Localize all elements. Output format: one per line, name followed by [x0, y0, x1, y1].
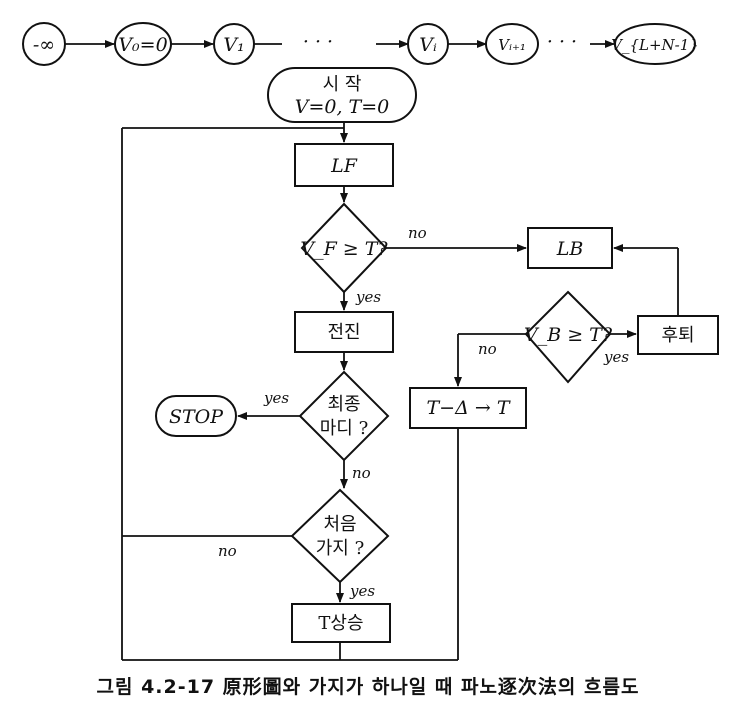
- trellis-node-label: -∞: [33, 34, 55, 56]
- no-label: no: [352, 464, 371, 482]
- decision-first-line2: 가지 ?: [316, 538, 365, 559]
- trellis-path: -∞ V₀=0 V₁ · · · Vᵢ Vᵢ₊₁ · · · V_{L+N-1}: [22, 22, 699, 66]
- decision-final-line1: 최종: [327, 394, 360, 415]
- stop-label: STOP: [169, 406, 224, 428]
- trellis-node-label: Vᵢ: [419, 34, 437, 56]
- no-label: no: [478, 340, 497, 358]
- decision-vb-ge-t: [524, 290, 612, 384]
- no-label: no: [408, 224, 427, 242]
- trellis-node-label: V_{L+N-1}: [611, 36, 699, 54]
- lb-label: LB: [556, 238, 584, 260]
- trellis-node-v-last: [614, 23, 696, 65]
- decision-first-line1: 처음: [323, 514, 356, 535]
- backward-box: [637, 315, 719, 355]
- figure-caption: 그림 4.2-17 原形圖와 가지가 하나일 때 파노逐次法의 흐름도: [96, 676, 640, 698]
- trellis-node-vi-plus-1: [485, 23, 539, 65]
- yes-label: yes: [603, 348, 629, 366]
- lf-box: [294, 143, 394, 187]
- stop-terminal: [155, 395, 237, 437]
- start-label: 시 작: [323, 74, 362, 95]
- threshold-lower-box: [409, 387, 527, 429]
- threshold-raise-box: [291, 603, 391, 643]
- decision-vf-label: V_F ≥ T?: [300, 238, 388, 260]
- start-terminal: [267, 67, 417, 123]
- backward-label: 후퇴: [661, 325, 694, 346]
- yes-label: yes: [263, 389, 289, 407]
- lf-label: LF: [330, 155, 358, 177]
- trellis-node-label: V₁: [223, 34, 244, 56]
- yes-label: yes: [355, 288, 381, 306]
- threshold-lower-label: T−Δ → T: [427, 397, 511, 419]
- yes-label: yes: [349, 582, 375, 600]
- trellis-ellipsis: · · ·: [303, 31, 333, 53]
- decision-final-line2: 마디 ?: [320, 418, 369, 439]
- decision-first-branch: [290, 488, 390, 584]
- trellis-node-label: Vᵢ₊₁: [498, 36, 526, 54]
- start-init-values: V=0, T=0: [295, 96, 390, 118]
- forward-label: 전진: [327, 322, 360, 343]
- trellis-node-label: V₀=0: [118, 34, 167, 56]
- no-label: no: [218, 542, 237, 560]
- trellis-ellipsis: · · ·: [547, 31, 577, 53]
- decision-vb-label: V_B ≥ T?: [524, 324, 613, 346]
- threshold-raise-label: T상승: [318, 613, 363, 634]
- decision-final-node: [298, 370, 390, 462]
- lb-box: [527, 227, 613, 269]
